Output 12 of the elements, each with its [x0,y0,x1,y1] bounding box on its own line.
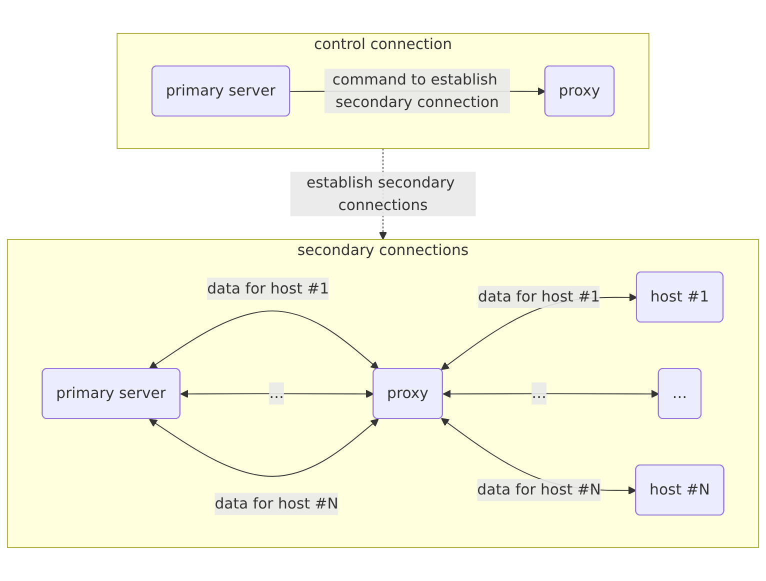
edge-label: data for host #1 [478,288,600,306]
edge-label: … [532,384,546,402]
arrow [149,418,379,477]
arrow [149,310,379,370]
edge-label: data for host #N [477,480,601,498]
arrow [442,390,660,398]
arrow [180,390,374,398]
edge-label: establish secondary connections [306,174,455,214]
edge-label: data for host #N [214,494,338,512]
edge-label: command to establish secondary connection [332,70,499,110]
edge-label: data for host #1 [207,279,330,298]
edge-label: … [269,384,284,402]
